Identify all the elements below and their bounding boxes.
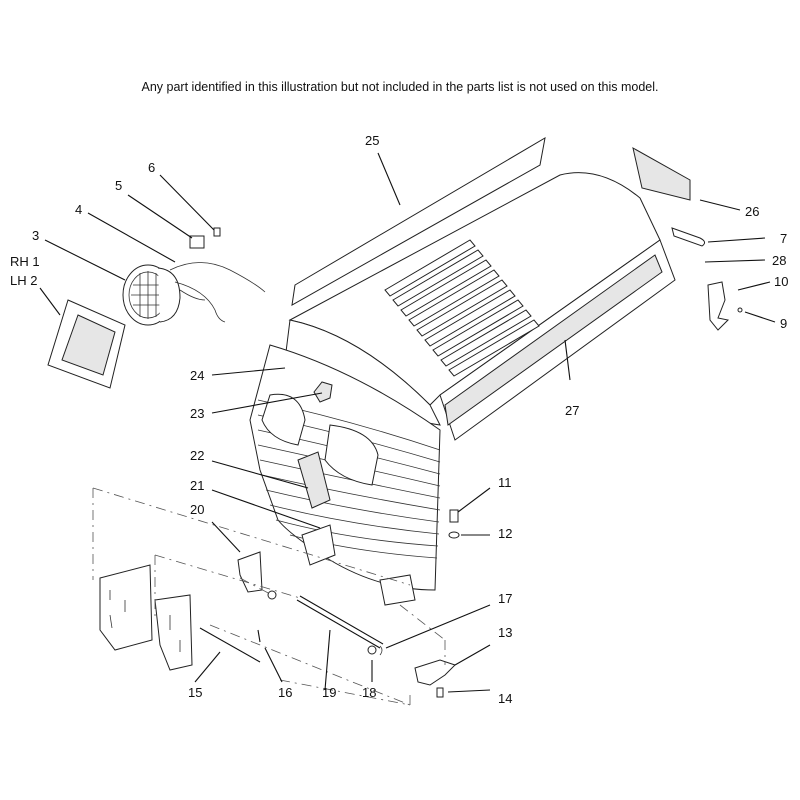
part-5-bracket	[189, 235, 205, 249]
callout-7: 7	[780, 231, 787, 246]
part-25-top-decal	[291, 137, 546, 306]
part-7-knob	[671, 227, 706, 247]
part-22-center-strip	[297, 451, 331, 509]
callout-16: 16	[278, 685, 292, 700]
part-15-pin	[199, 627, 261, 663]
part-9-screw	[737, 307, 743, 313]
part-11-bolt	[449, 509, 459, 523]
part-19-rod	[267, 590, 384, 649]
callout-12: 12	[498, 526, 512, 541]
leader-lines	[39, 152, 776, 693]
part-26-decal	[632, 147, 691, 201]
callout-18: 18	[362, 685, 376, 700]
callout-25: 25	[365, 133, 379, 148]
callout-10: 10	[774, 274, 788, 289]
callout-labels: RH 1 LH 2 3 4 5 6 25 26 7 28 10 9 27 24 …	[10, 133, 788, 706]
part-4-wiring-harness	[169, 262, 266, 323]
lower-mount-brackets	[99, 564, 193, 671]
callout-1: RH 1	[10, 254, 40, 269]
callout-19: 19	[322, 685, 336, 700]
diagram-note: Any part identified in this illustration…	[141, 80, 659, 94]
part-16-pin	[257, 629, 261, 643]
callout-21: 21	[190, 478, 204, 493]
callout-6: 6	[148, 160, 155, 175]
part-1-2-headlight-bezel	[47, 299, 126, 389]
callout-23: 23	[190, 406, 204, 421]
part-12-washer	[448, 531, 460, 539]
part-18-spacer	[367, 645, 377, 655]
callout-15: 15	[188, 685, 202, 700]
assembly-guide-lines	[92, 487, 446, 706]
part-10-latch	[707, 281, 730, 331]
part-14-bolt	[436, 687, 444, 698]
callout-20: 20	[190, 502, 204, 517]
callout-27: 27	[565, 403, 579, 418]
callout-24: 24	[190, 368, 204, 383]
callout-9: 9	[780, 316, 787, 331]
callout-3: 3	[32, 228, 39, 243]
part-27-side-decal	[444, 254, 663, 426]
callout-11: 11	[498, 475, 512, 490]
part-13-bracket	[414, 659, 456, 686]
callout-4: 4	[75, 202, 82, 217]
part-6-bolt	[213, 227, 221, 237]
callout-5: 5	[115, 178, 122, 193]
hood-assembly	[249, 172, 676, 606]
part-17-clip	[379, 645, 383, 656]
callout-2: LH 2	[10, 273, 37, 288]
part-23-emblem	[313, 381, 333, 403]
callout-17: 17	[498, 591, 512, 606]
callout-28: 28	[772, 253, 786, 268]
callout-14: 14	[498, 691, 512, 706]
callout-22: 22	[190, 448, 204, 463]
part-21-bracket	[301, 524, 336, 566]
part-20-bracket	[237, 551, 263, 593]
part-3-headlight	[122, 264, 181, 326]
callout-26: 26	[745, 204, 759, 219]
callout-13: 13	[498, 625, 512, 640]
